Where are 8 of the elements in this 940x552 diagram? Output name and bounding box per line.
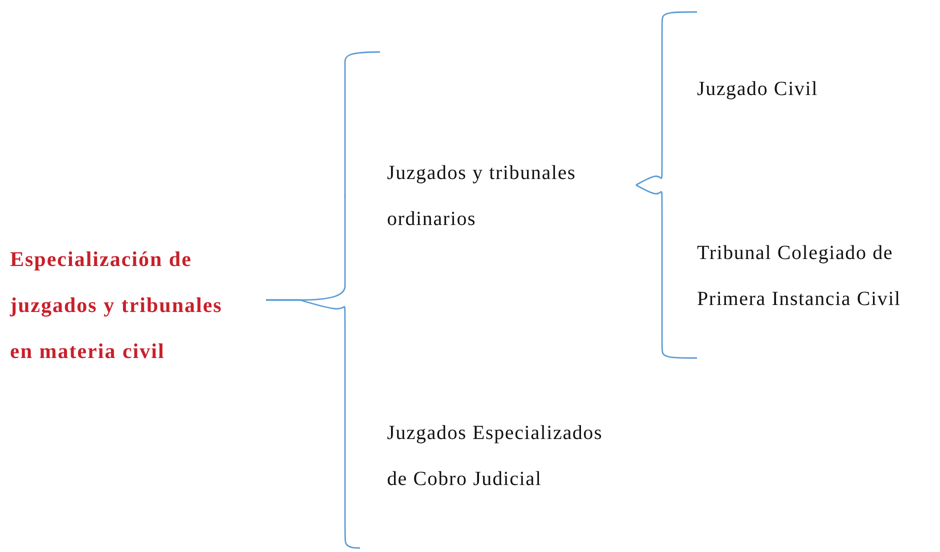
category-label: Tribunal Colegiado de Primera Instancia Civil [697,241,902,312]
category-label: Juzgados y tribunales ordinarios [387,161,577,232]
category-label: Juzgados Especializados de Cobro Judicial [387,421,604,492]
heading-text: Especialización de juzgados y tribunales en materia civil [10,246,224,365]
category-label: Juzgado Civil [697,77,819,102]
brace-connector [636,11,697,186]
brace-connector [636,184,697,359]
brace-connector [265,299,361,549]
